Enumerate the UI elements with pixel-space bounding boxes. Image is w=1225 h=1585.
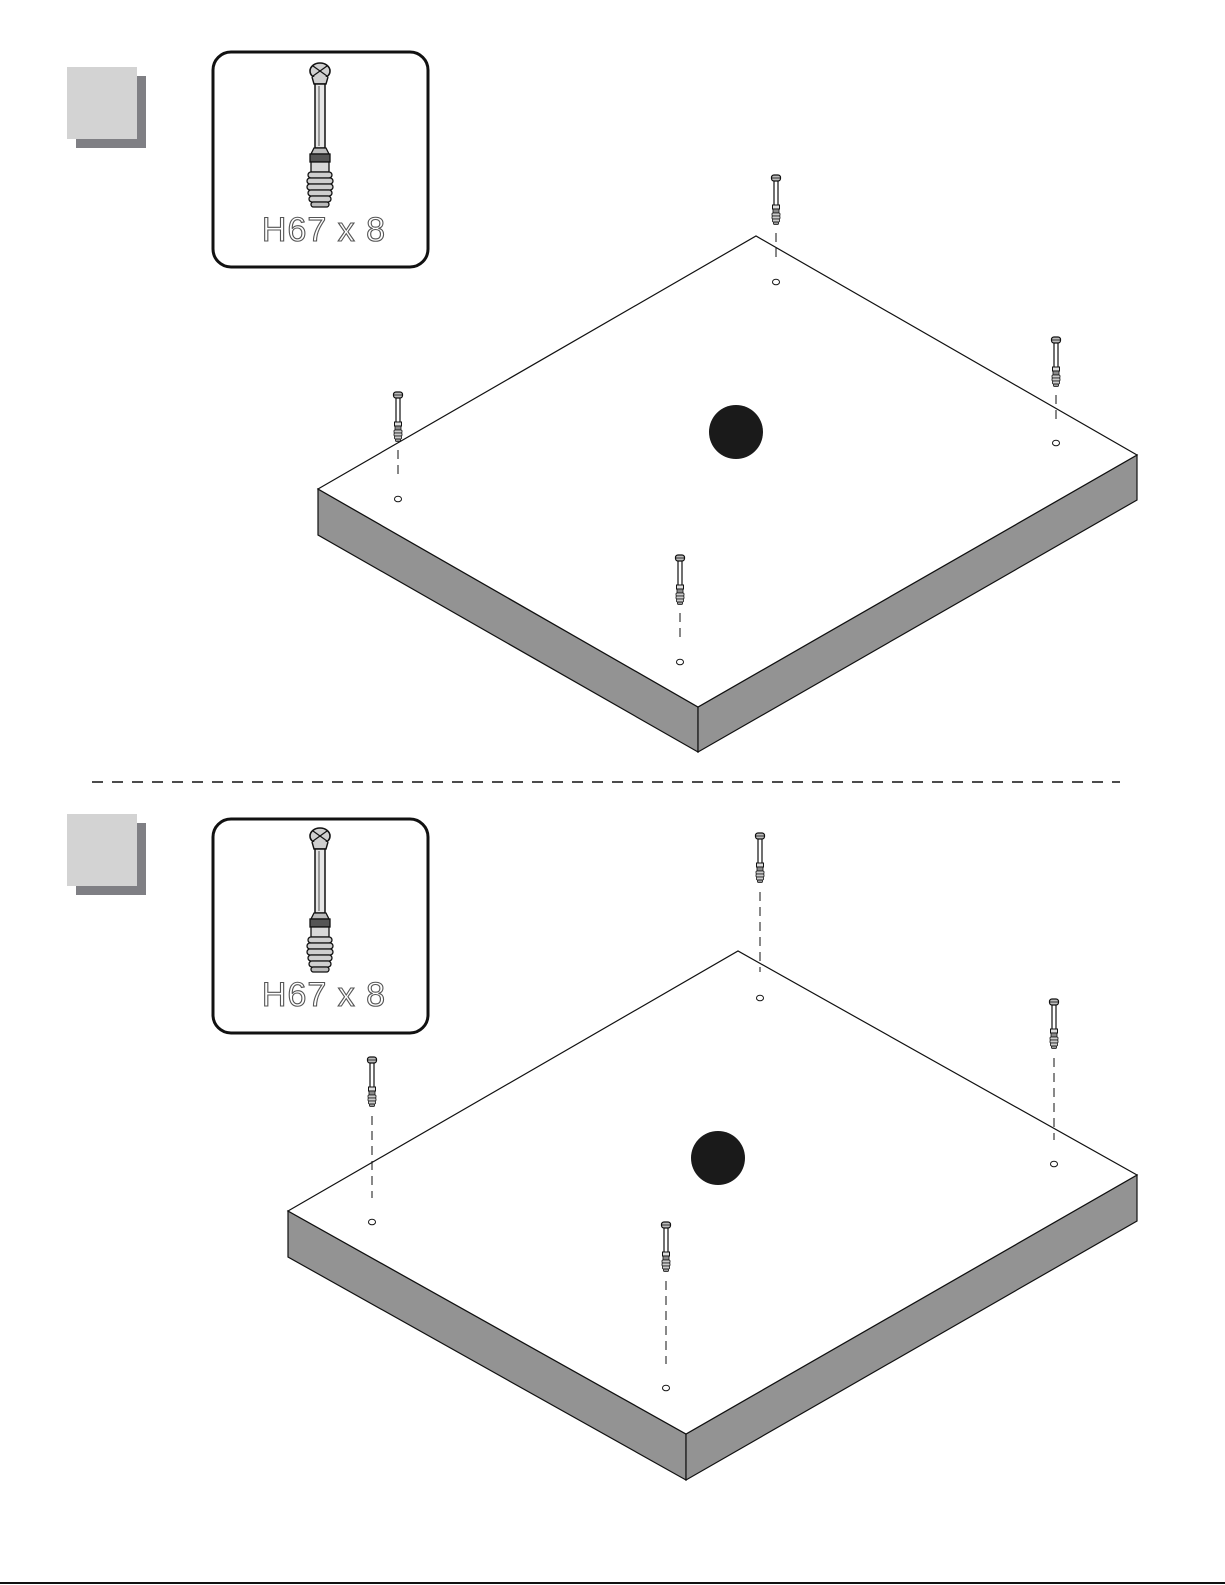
hardware-callout: H67 x 8 (213, 52, 428, 267)
panel-marker-dot (709, 405, 763, 459)
step-number-square (67, 814, 146, 895)
step-number-square (67, 67, 146, 148)
cam-bolt-icon (1052, 337, 1061, 387)
hardware-callout: H67 x 8 (213, 819, 428, 1033)
step-1: H67 x 8 (67, 52, 1137, 752)
step-2: H67 x 8 (67, 814, 1137, 1480)
cam-bolt-icon (368, 1057, 377, 1107)
cam-bolt-icon (756, 833, 765, 883)
cam-bolt-icon (772, 175, 781, 225)
hardware-label: H67 x 8 (262, 976, 386, 1014)
hardware-label: H67 x 8 (262, 211, 386, 249)
panel-marker-dot (691, 1131, 745, 1185)
board-panel-icon (318, 236, 1137, 752)
cam-bolt-icon (1050, 999, 1059, 1049)
cam-bolt-icon (394, 392, 403, 442)
